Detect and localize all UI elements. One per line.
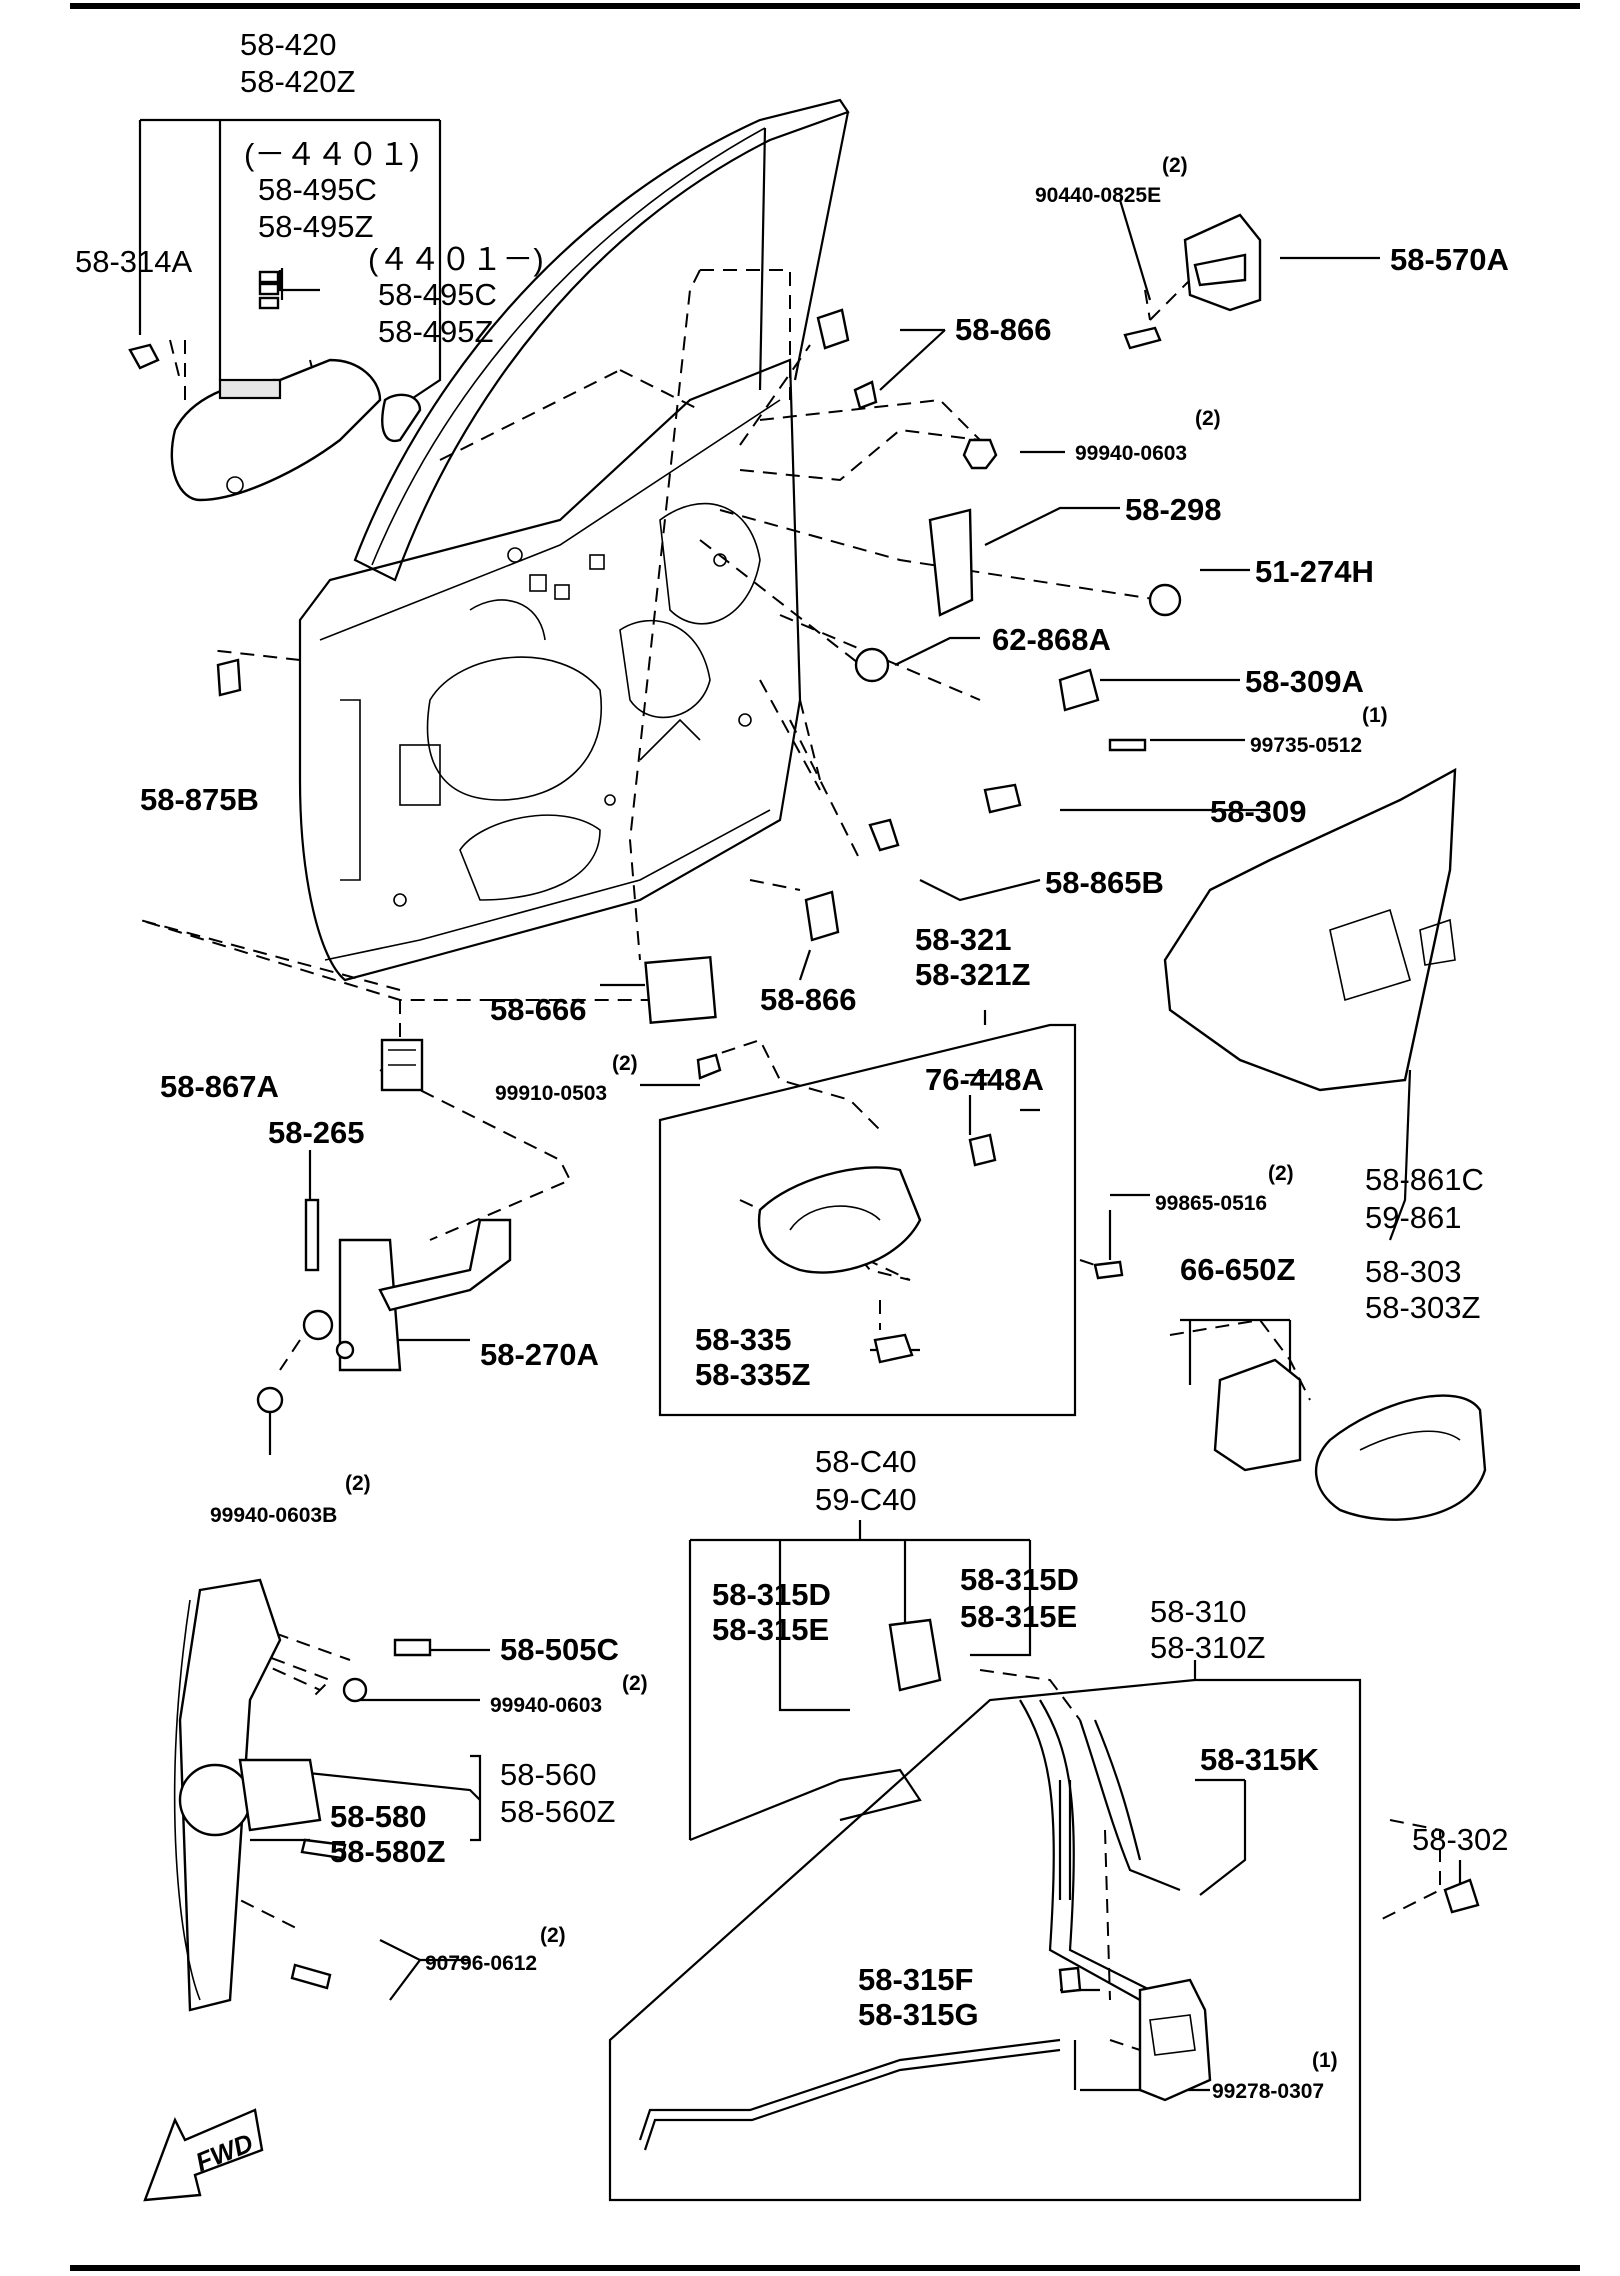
- label-90440-0825e: 90440-0825E: [1035, 184, 1161, 207]
- label-58-580: 58-580: [330, 1799, 427, 1834]
- label-59-861: 59-861: [1365, 1200, 1462, 1235]
- label-58-495c-a: 58-495C: [258, 172, 377, 207]
- label-90796-0612: 90796-0612: [425, 1952, 537, 1975]
- label-99940-0603-a: 99940-0603: [1075, 442, 1187, 465]
- label-59-c40: 59-C40: [815, 1482, 917, 1517]
- label-58-866-b: 58-866: [760, 982, 857, 1017]
- label-58-315e-b: 58-315E: [960, 1599, 1077, 1634]
- label-58-560z: 58-560Z: [500, 1794, 615, 1829]
- label-58-315d-b: 58-315D: [960, 1562, 1079, 1597]
- label-58-495c-b: 58-495C: [378, 277, 497, 312]
- label-58-866-a: 58-866: [955, 312, 1052, 347]
- leader-dashes: [139, 269, 1441, 2051]
- part-labels: 58-420 58-420Z (－４４０１) 58-495C 58-495Z (…: [75, 27, 1509, 2103]
- label-58-861c: 58-861C: [1365, 1162, 1484, 1197]
- qty-99940-0603b: (2): [345, 1472, 371, 1495]
- label-99278-0307: 99278-0307: [1212, 2080, 1324, 2103]
- label-58-310: 58-310: [1150, 1594, 1247, 1629]
- label-58-302: 58-302: [1412, 1822, 1509, 1857]
- label-58-309a: 58-309A: [1245, 664, 1364, 699]
- label-99735-0512: 99735-0512: [1250, 734, 1362, 757]
- qty-99910-0503: (2): [612, 1052, 638, 1075]
- label-58-875b: 58-875B: [140, 782, 259, 817]
- label-62-868a: 62-868A: [992, 622, 1111, 657]
- qty-99940-0603-a: (2): [1195, 407, 1221, 430]
- label-58-314a: 58-314A: [75, 244, 193, 279]
- label-58-580z: 58-580Z: [330, 1834, 446, 1869]
- qty-90796-0612: (2): [540, 1924, 566, 1947]
- qty-99278-0307: (1): [1312, 2049, 1338, 2072]
- label-58-321: 58-321: [915, 922, 1012, 957]
- label-58-309: 58-309: [1210, 794, 1307, 829]
- label-58-310z: 58-310Z: [1150, 1630, 1265, 1665]
- qty-90440-0825e: (2): [1162, 154, 1188, 177]
- label-58-560: 58-560: [500, 1757, 597, 1792]
- label-58-666: 58-666: [490, 992, 587, 1027]
- label-58-315e-a: 58-315E: [712, 1612, 829, 1647]
- label-58-303: 58-303: [1365, 1254, 1462, 1289]
- qty-99735-0512: (1): [1362, 704, 1388, 727]
- qty-99865-0516: (2): [1268, 1162, 1294, 1185]
- label-58-495z-b: 58-495Z: [378, 314, 493, 349]
- label-58-867a: 58-867A: [160, 1069, 279, 1104]
- label-99865-0516: 99865-0516: [1155, 1192, 1267, 1215]
- label-58-315d-a: 58-315D: [712, 1577, 831, 1612]
- label-58-315k: 58-315K: [1200, 1742, 1320, 1777]
- label-58-505c: 58-505C: [500, 1632, 619, 1667]
- qty-99940-0603-b: (2): [622, 1672, 648, 1695]
- label-58-265: 58-265: [268, 1115, 365, 1150]
- label-58-c40: 58-C40: [815, 1444, 917, 1479]
- label-58-270a: 58-270A: [480, 1337, 599, 1372]
- label-99910-0503: 99910-0503: [495, 1082, 607, 1105]
- label-58-865b: 58-865B: [1045, 865, 1164, 900]
- part-shapes: [128, 213, 1487, 2151]
- label-51-274h: 51-274H: [1255, 554, 1374, 589]
- label-58-420: 58-420: [240, 27, 337, 62]
- label-58-315g: 58-315G: [858, 1997, 979, 2032]
- label-66-650z: 66-650Z: [1180, 1252, 1296, 1287]
- label-58-298: 58-298: [1125, 492, 1222, 527]
- label-58-321z: 58-321Z: [915, 957, 1031, 992]
- door-panel: [298, 98, 850, 982]
- label-58-570a: 58-570A: [1390, 242, 1509, 277]
- fwd-arrow-icon: FWD: [143, 2108, 264, 2202]
- label-58-420z: 58-420Z: [240, 64, 355, 99]
- label-99940-0603b: 99940-0603B: [210, 1504, 337, 1527]
- label-99940-0603-b: 99940-0603: [490, 1694, 602, 1717]
- label-58-335: 58-335: [695, 1322, 792, 1357]
- label-58-303z: 58-303Z: [1365, 1290, 1480, 1325]
- label-range-1: (－４４０１): [244, 137, 420, 172]
- label-58-495z-a: 58-495Z: [258, 209, 373, 244]
- label-76-448a: 76-448A: [925, 1062, 1044, 1097]
- label-range-2: (４４０１－): [368, 242, 544, 277]
- label-58-315f: 58-315F: [858, 1962, 973, 1997]
- label-58-335z: 58-335Z: [695, 1357, 811, 1392]
